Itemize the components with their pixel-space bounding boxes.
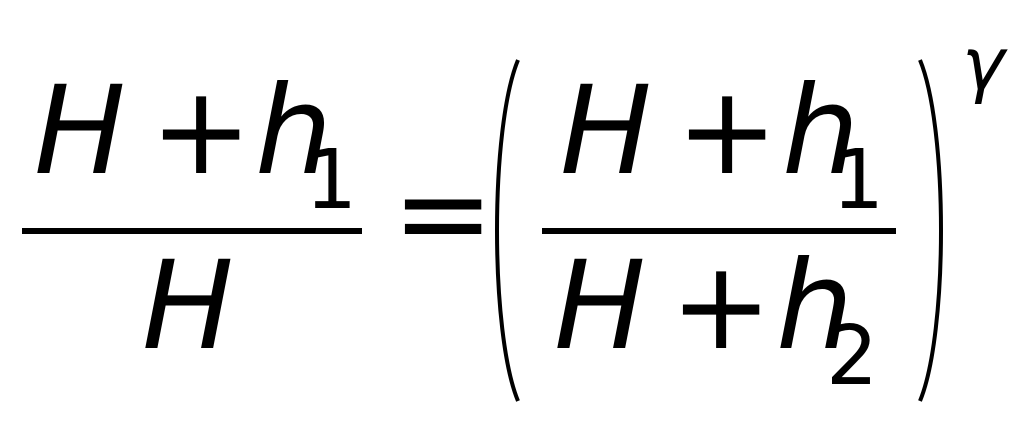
lhs-numerator-plus: +	[150, 60, 253, 202]
right-parenthesis	[918, 59, 943, 402]
lhs-fraction-bar	[22, 228, 362, 234]
rhs-numerator-subscript-1: 1	[832, 133, 885, 228]
rhs-numerator-h: h	[782, 60, 860, 202]
lhs-numerator-h: h	[255, 60, 333, 202]
lhs-numerator-subscript-1: 1	[305, 133, 358, 228]
rhs-numerator-H: H	[560, 60, 652, 202]
left-parenthesis	[495, 59, 520, 402]
rhs-denominator-subscript-2: 2	[826, 309, 879, 404]
lhs-denominator-H: H	[142, 235, 234, 377]
rhs-denominator-H: H	[554, 235, 646, 377]
equals-sign: =	[392, 142, 495, 284]
rhs-denominator-h: h	[776, 235, 854, 377]
rhs-denominator-plus: +	[670, 235, 773, 377]
lhs-numerator-H: H	[34, 60, 126, 202]
exponent-gamma: γ	[962, 22, 1005, 106]
rhs-fraction-bar	[542, 228, 896, 234]
rhs-numerator-plus: +	[676, 60, 779, 202]
